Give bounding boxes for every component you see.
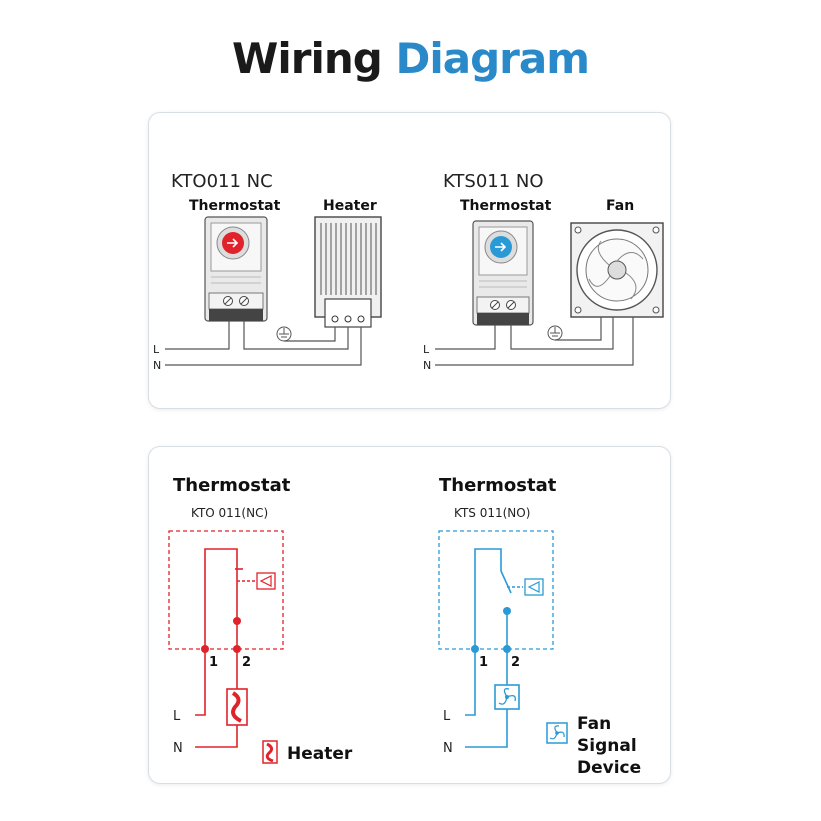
title-part-diagram: Diagram — [395, 34, 589, 83]
no-terminal-2-label: 2 — [511, 655, 520, 670]
kts-line-l: L — [423, 343, 430, 356]
blue-knob-icon — [472, 220, 534, 326]
nc-terminal-2-label: 2 — [242, 655, 251, 670]
no-model-label: KTS 011(NO) — [454, 506, 530, 520]
fan-legend-icon — [546, 722, 568, 744]
no-heading: Thermostat — [439, 475, 557, 496]
kts-model-label: KTS011 NO — [443, 171, 544, 192]
fan-legend-line1: Fan — [577, 714, 611, 734]
nc-line-n: N — [173, 741, 183, 756]
no-line-n: N — [443, 741, 453, 756]
schematic-svg: Thermostat KTO 011(NC) 1 2 — [168, 475, 641, 778]
nc-housing-outline — [168, 530, 284, 650]
kto-wires — [165, 321, 362, 366]
nc-line-l: L — [173, 709, 181, 724]
no-circuit — [465, 548, 523, 748]
fan-legend-line2: Signal — [577, 736, 637, 756]
no-line-l: L — [443, 709, 451, 724]
kts-fan-label: Fan — [606, 198, 634, 214]
nc-terminal-2-dot — [233, 645, 241, 653]
heater-legend-icon — [262, 740, 278, 764]
kto-line-l: L — [153, 343, 160, 356]
no-housing-outline — [438, 530, 554, 650]
device-wiring-panel: KTO011 NC Thermostat Heater — [148, 112, 671, 409]
fan-legend-line3: Device — [577, 758, 641, 778]
red-knob-icon — [204, 216, 268, 322]
nc-terminal-1-label: 1 — [209, 655, 218, 670]
fan-icon — [570, 222, 664, 318]
schematic-panel: Thermostat KTO 011(NC) 1 2 — [148, 446, 671, 784]
nc-junction-dot — [233, 617, 241, 625]
page-title: Wiring Diagram — [0, 34, 821, 84]
no-junction-dot — [503, 607, 511, 615]
kto-line-n: N — [153, 359, 161, 372]
no-terminal-1-label: 1 — [479, 655, 488, 670]
heater-symbol-icon — [226, 688, 248, 726]
nc-model-label: KTO 011(NC) — [191, 506, 268, 520]
no-terminal-1-dot — [471, 645, 479, 653]
nc-sensor-icon — [256, 572, 276, 590]
heater-icon — [314, 216, 382, 328]
no-terminal-2-dot — [503, 645, 511, 653]
ground-icon — [547, 325, 563, 341]
nc-circuit — [195, 548, 257, 748]
kts-thermostat-label: Thermostat — [460, 198, 552, 214]
no-sensor-icon — [524, 578, 544, 596]
kts-wires — [435, 317, 634, 366]
kto-thermostat-label: Thermostat — [189, 198, 281, 214]
kto-model-label: KTO011 NC — [171, 171, 273, 192]
kto-heater-label: Heater — [323, 198, 377, 214]
kts-line-n: N — [423, 359, 431, 372]
title-part-wiring: Wiring — [232, 34, 383, 83]
fan-symbol-icon — [494, 684, 520, 710]
nc-terminal-1-dot — [201, 645, 209, 653]
device-wiring-svg: KTO011 NC Thermostat Heater — [153, 171, 664, 372]
nc-heading: Thermostat — [173, 475, 291, 496]
heater-legend-label: Heater — [287, 744, 353, 764]
ground-icon — [276, 326, 292, 342]
